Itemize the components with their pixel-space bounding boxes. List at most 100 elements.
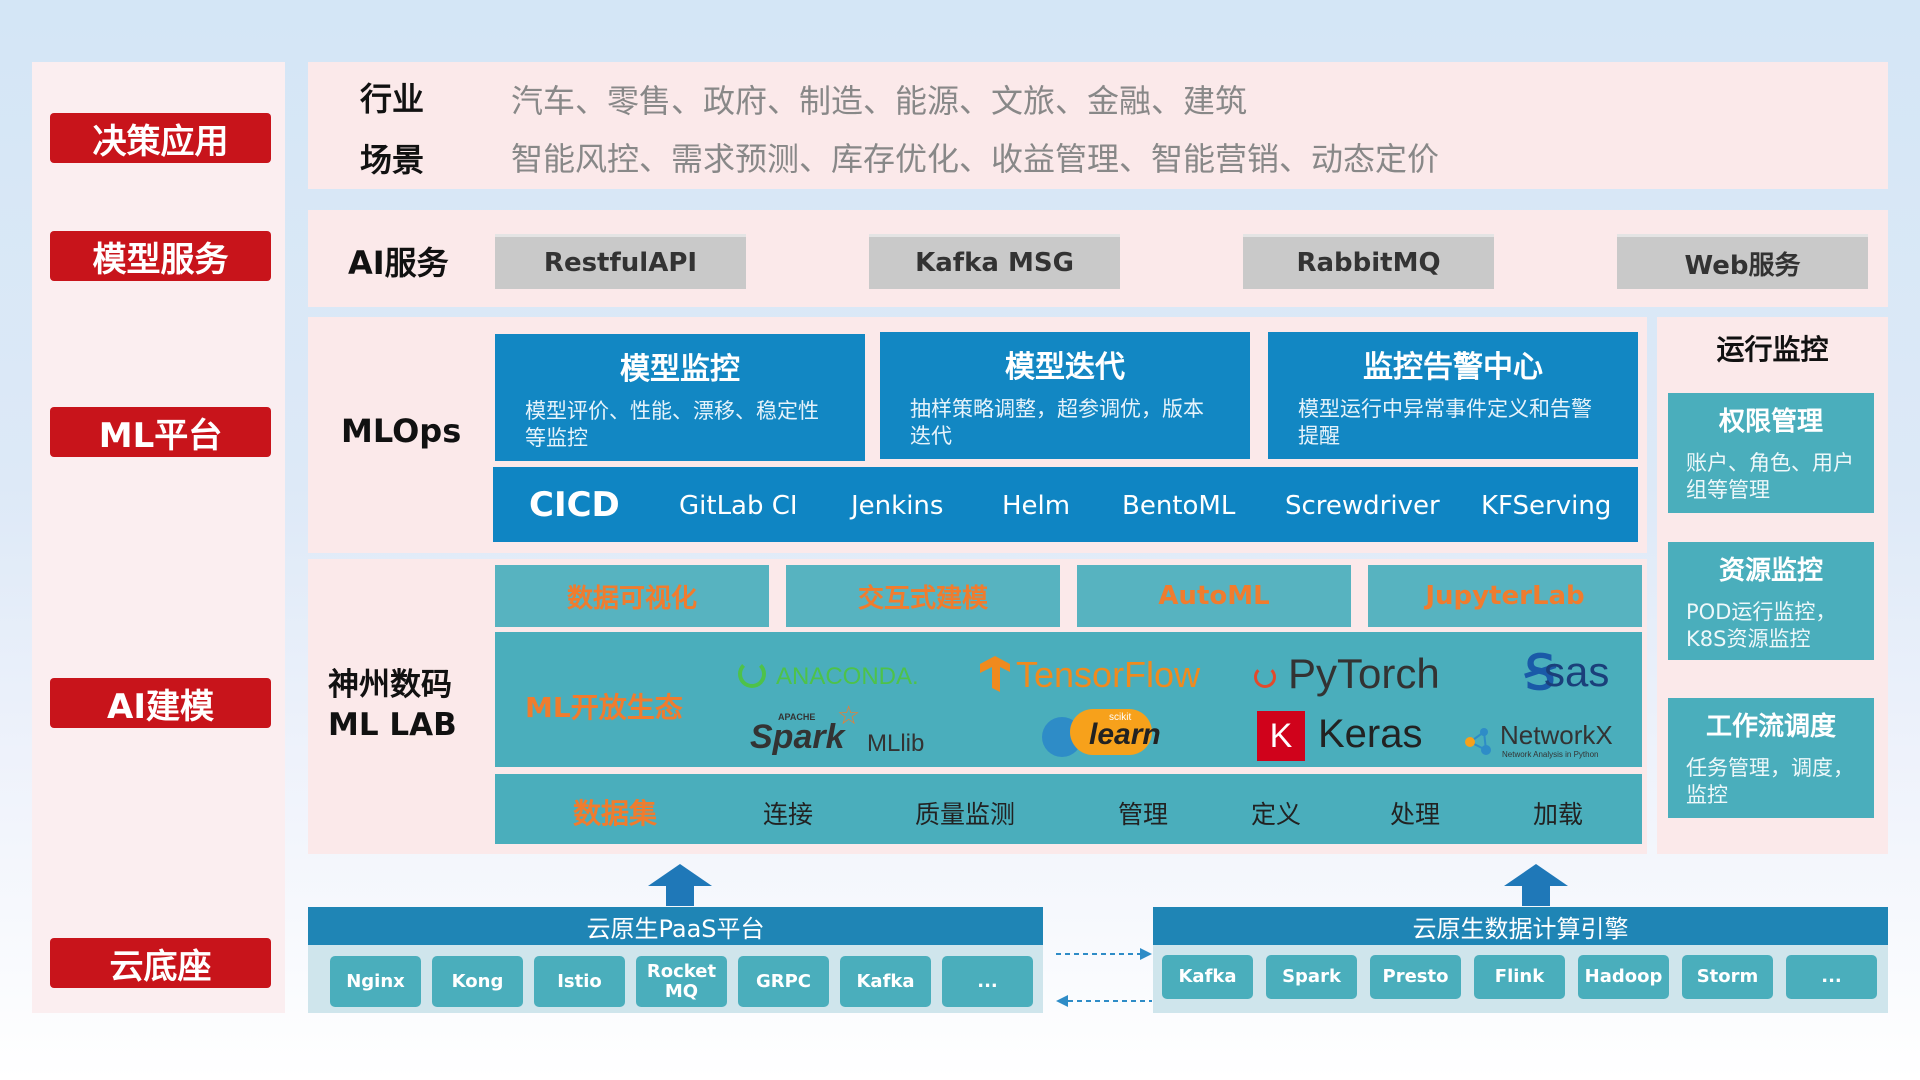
layer-label-decision: 决策应用	[50, 113, 271, 163]
card-title: 工作流调度	[1705, 712, 1836, 742]
card-desc: 模型运行中异常事件定义和告警提醒	[1298, 397, 1592, 448]
tool-interactive-modeling: 交互式建模	[786, 565, 1060, 627]
service-rabbitmq: RabbitMQ	[1243, 234, 1494, 289]
ai-service-label: AI服务	[348, 244, 449, 282]
card-title: 模型迭代	[1005, 350, 1125, 385]
tool-data-visualization: 数据可视化	[495, 565, 769, 627]
card-desc: POD运行监控，K8S资源监控	[1686, 600, 1837, 651]
pytorch-logo: PyTorch	[1288, 650, 1440, 697]
keras-icon: K	[1257, 711, 1305, 761]
tool-automl: AutoML	[1077, 565, 1351, 627]
arrow-right-dashed-icon	[1056, 946, 1152, 960]
scene-text: 智能风控、需求预测、库存优化、收益管理、智能营销、动态定价	[511, 140, 1440, 178]
runtime-monitor-title: 运行监控	[1716, 333, 1829, 366]
dataset-connect: 连接	[763, 800, 814, 829]
layer-column	[32, 62, 285, 1013]
sklearn-logo: learn	[1089, 718, 1161, 751]
engine-title: 云原生数据计算引擎	[1153, 907, 1888, 945]
card-model-monitor: 模型监控 模型评价、性能、漂移、稳定性等监控	[495, 334, 865, 461]
sklearn-orange-circle-icon	[1070, 709, 1152, 755]
decision-panel: 行业 汽车、零售、政府、制造、能源、文旅、金融、建筑 场景 智能风控、需求预测、…	[308, 62, 1888, 189]
cicd-label: CICD	[529, 485, 620, 525]
ecosystem-label: ML开放生态	[525, 691, 683, 724]
engine-hadoop: Hadoop	[1578, 955, 1669, 999]
engine-kafka: Kafka	[1162, 955, 1253, 999]
card-title: 模型监控	[620, 352, 740, 387]
paas-kafka: Kafka	[840, 956, 931, 1007]
ml-lab-label-line1: 神州数码	[328, 667, 452, 703]
paas-more: ...	[942, 956, 1033, 1007]
paas-istio: Istio	[534, 956, 625, 1007]
paas-rocketmq: RocketMQ	[636, 956, 727, 1007]
card-desc: 任务管理，调度，监控	[1686, 756, 1854, 807]
dataset-define: 定义	[1251, 800, 1302, 829]
paas-kong: Kong	[432, 956, 523, 1007]
sas-logo: sas	[1544, 648, 1610, 695]
tensorflow-icon	[978, 654, 1012, 694]
cicd-bar: CICD GitLab CI Jenkins Helm BentoML Scre…	[493, 467, 1638, 542]
engine-storm: Storm	[1682, 955, 1773, 999]
paas-body: Nginx Kong Istio RocketMQ GRPC Kafka ...	[308, 945, 1043, 1013]
cicd-bentoml: BentoML	[1122, 491, 1236, 521]
card-workflow: 工作流调度 任务管理，调度，监控	[1668, 698, 1874, 818]
mlops-label: MLOps	[341, 412, 462, 450]
paas-title: 云原生PaaS平台	[308, 907, 1043, 945]
ml-lab-panel: 神州数码 ML LAB 数据可视化 交互式建模 AutoML JupyterLa…	[308, 559, 1647, 854]
dataset-label: 数据集	[573, 797, 658, 830]
cicd-kfserving: KFServing	[1481, 491, 1612, 521]
paas-nginx: Nginx	[330, 956, 421, 1007]
cicd-gitlab-ci: GitLab CI	[679, 491, 798, 521]
ml-lab-label-line2: ML LAB	[328, 707, 457, 743]
cicd-helm: Helm	[1002, 491, 1071, 521]
ml-ecosystem: ML开放生态 ANACONDA. APACHE Spark ☆ MLlib Te…	[495, 632, 1642, 767]
card-alert-center: 监控告警中心 模型运行中异常事件定义和告警提醒	[1268, 332, 1638, 459]
tool-jupyterlab: JupyterLab	[1368, 565, 1642, 627]
engine-body: Kafka Spark Presto Flink Hadoop Storm ..…	[1153, 945, 1888, 1013]
industry-text: 汽车、零售、政府、制造、能源、文旅、金融、建筑	[511, 82, 1248, 120]
cicd-jenkins: Jenkins	[851, 491, 944, 521]
card-desc: 模型评价、性能、漂移、稳定性等监控	[525, 399, 819, 450]
ml-lab-label: 神州数码 ML LAB	[328, 665, 457, 745]
networkx-icon	[1462, 724, 1496, 758]
tensorflow-logo: TensorFlow	[1016, 654, 1201, 695]
mllib-text: MLlib	[867, 730, 925, 757]
engine-presto: Presto	[1370, 955, 1461, 999]
engine-spark: Spark	[1266, 955, 1357, 999]
card-title: 资源监控	[1718, 556, 1823, 586]
layer-label-model-service: 模型服务	[50, 231, 271, 281]
spark-star-icon: ☆	[837, 700, 861, 730]
anaconda-icon	[738, 660, 766, 688]
networkx-logo: NetworkX	[1500, 720, 1613, 750]
card-desc: 账户、角色、用户组等管理	[1686, 451, 1854, 502]
spark-apache-text: APACHE	[778, 712, 816, 722]
engine-more: ...	[1786, 955, 1877, 999]
sas-s-icon: Ꞩ	[1525, 647, 1556, 700]
card-resource-monitor: 资源监控 POD运行监控，K8S资源监控	[1668, 542, 1874, 660]
layer-label-ai-modeling: AI建模	[50, 678, 271, 728]
cicd-screwdriver: Screwdriver	[1285, 491, 1440, 521]
ai-service-panel: AI服务 RestfulAPI Kafka MSG RabbitMQ Web服务	[308, 210, 1888, 307]
service-restfulapi: RestfulAPI	[495, 234, 746, 289]
engine-flink: Flink	[1474, 955, 1565, 999]
networkx-subtitle: Network Analysis in Python	[1502, 750, 1599, 759]
pytorch-icon	[1254, 666, 1276, 688]
keras-logo: Keras	[1318, 712, 1423, 756]
arrow-left-dashed-icon	[1056, 993, 1152, 1007]
layer-label-ml-platform: ML平台	[50, 407, 271, 457]
sklearn-small-text: scikit	[1109, 712, 1132, 723]
anaconda-logo: ANACONDA.	[776, 663, 919, 690]
card-model-iteration: 模型迭代 抽样策略调整，超参调优，版本迭代	[880, 332, 1250, 459]
arrow-up-paas-icon	[648, 864, 712, 906]
dataset-manage: 管理	[1118, 800, 1169, 829]
runtime-monitor-panel: 运行监控 权限管理 账户、角色、用户组等管理 资源监控 POD运行监控，K8S资…	[1657, 317, 1888, 854]
card-permission: 权限管理 账户、角色、用户组等管理	[1668, 393, 1874, 513]
card-desc: 抽样策略调整，超参调优，版本迭代	[910, 397, 1204, 448]
industry-label: 行业	[360, 80, 425, 118]
dataset-quality: 质量监测	[915, 800, 1016, 829]
card-title: 监控告警中心	[1363, 350, 1543, 385]
service-kafka-msg: Kafka MSG	[869, 234, 1120, 289]
layer-label-cloud: 云底座	[50, 938, 271, 988]
dataset-bar: 数据集 连接 质量监测 管理 定义 处理 加载	[495, 774, 1642, 844]
spark-logo: Spark	[750, 718, 845, 756]
card-title: 权限管理	[1718, 407, 1823, 437]
